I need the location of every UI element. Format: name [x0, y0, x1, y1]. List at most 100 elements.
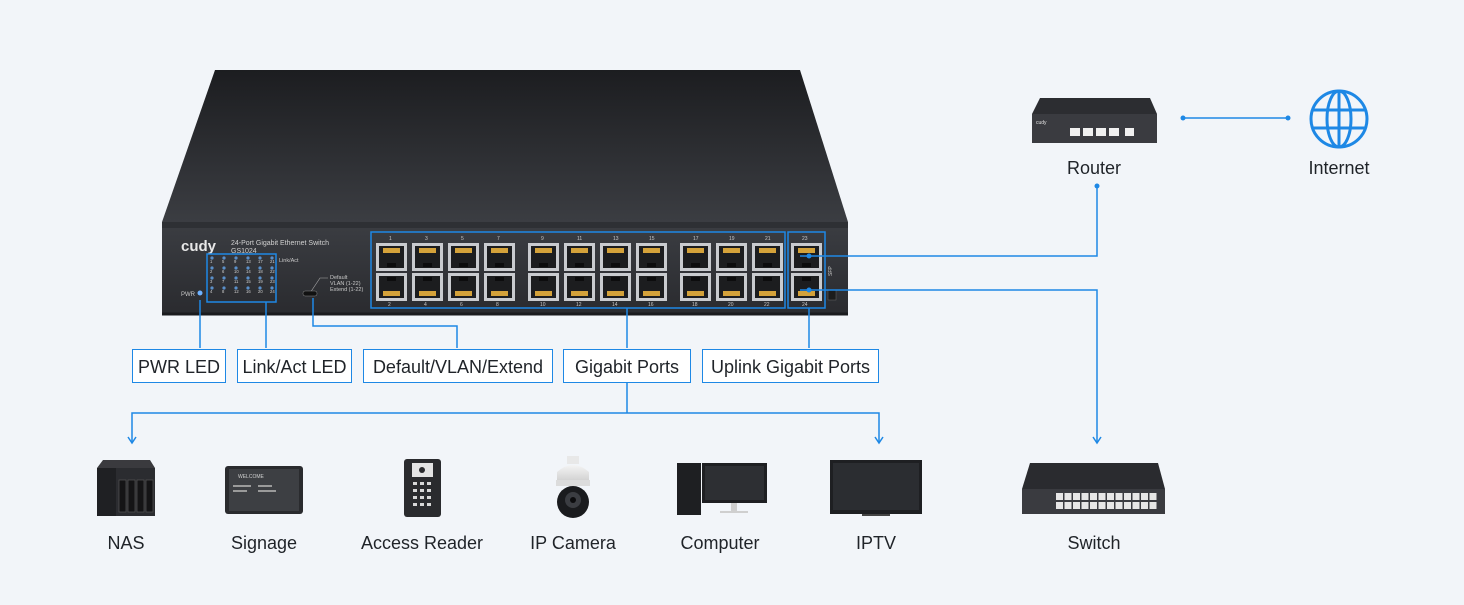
port-number-bottom: 4 — [424, 302, 427, 308]
led-number: 15 — [246, 279, 251, 284]
switch-top-surface — [162, 70, 848, 222]
rj45-port — [716, 273, 747, 301]
led-dot — [246, 256, 250, 260]
port-number-bottom: 18 — [692, 302, 698, 308]
rj45-port — [528, 243, 559, 271]
led-dot — [258, 286, 262, 290]
rj45-port — [484, 273, 515, 301]
small-switch-port — [1056, 493, 1063, 500]
rj45-port — [752, 273, 783, 301]
led-number: 20 — [258, 289, 263, 294]
led-dot — [222, 266, 226, 270]
router-label: Router — [1066, 158, 1122, 178]
small-switch-port — [1064, 502, 1072, 509]
port-number-bottom: 8 — [496, 302, 499, 308]
port-number-top: 9 — [541, 236, 544, 242]
computer-device — [677, 463, 767, 515]
rj45-port — [412, 273, 443, 301]
rj45-port — [791, 243, 822, 271]
led-number: 5 — [222, 259, 225, 264]
ip-camera-label: IP Camera — [530, 533, 616, 553]
gigabit-ports-callout: Gigabit Ports — [563, 349, 691, 383]
led-dot — [246, 276, 250, 280]
small-switch-port — [1115, 502, 1123, 509]
port-number-top: 11 — [577, 236, 582, 242]
port-number-bottom: 22 — [764, 302, 770, 308]
rj45-port — [412, 243, 443, 271]
router-brand: cudy — [1036, 120, 1047, 126]
rj45-port — [791, 273, 822, 301]
ports-highlight — [370, 231, 786, 309]
led-dot — [222, 276, 226, 280]
mode-label-extend: Extend (1-22) — [330, 287, 363, 293]
mode-button — [302, 290, 318, 297]
led-dot — [258, 266, 262, 270]
led-highlight — [206, 253, 277, 303]
small-switch-port — [1107, 493, 1114, 500]
led-dot — [234, 276, 238, 280]
led-number: 17 — [258, 259, 263, 264]
keypad-key — [427, 489, 431, 492]
led-number: 7 — [222, 279, 225, 284]
small-switch-port — [1132, 502, 1140, 509]
led-dot — [210, 266, 214, 270]
port-number-top: 15 — [649, 236, 655, 242]
keypad-key — [427, 496, 431, 499]
switch-model-code: GS1024 — [231, 248, 257, 255]
led-number: 12 — [234, 289, 239, 294]
internet-label: Internet — [1308, 158, 1370, 178]
led-dot — [270, 276, 274, 280]
small-switch-port — [1149, 502, 1157, 509]
led-number: 21 — [270, 259, 275, 264]
rj45-port — [680, 273, 711, 301]
led-dot — [246, 266, 250, 270]
globe-icon — [1309, 89, 1369, 149]
port-number-top: 7 — [497, 236, 500, 242]
port-number-bottom: 6 — [460, 302, 463, 308]
small-switch-port — [1107, 502, 1114, 509]
led-number: 14 — [246, 269, 251, 274]
led-number: 19 — [258, 279, 263, 284]
led-number: 9 — [234, 259, 237, 264]
led-dot — [222, 256, 226, 260]
link-act-led-callout: Link/Act LED — [237, 349, 352, 383]
led-number: 4 — [210, 289, 213, 294]
pwr-led-callout: PWR LED — [132, 349, 226, 383]
port-number-bottom: 10 — [540, 302, 546, 308]
rj45-port — [680, 243, 711, 271]
switch-device — [1022, 463, 1165, 514]
small-switch-port — [1081, 502, 1089, 509]
rj45-port — [564, 243, 595, 271]
mode-label-default: Default — [330, 275, 348, 281]
keypad-key — [427, 482, 431, 485]
led-dot — [210, 256, 214, 260]
small-switch-port — [1098, 502, 1106, 509]
led-dot — [234, 286, 238, 290]
port-number-bottom: 16 — [648, 302, 654, 308]
rj45-port — [600, 273, 631, 301]
small-switch-port — [1064, 493, 1072, 500]
mode-callout: Default/VLAN/Extend — [363, 349, 553, 383]
rj45-port — [376, 243, 407, 271]
signage-text: WELCOME — [238, 474, 265, 480]
small-switch-port — [1115, 493, 1123, 500]
keypad-key — [420, 482, 424, 485]
led-number: 3 — [210, 279, 213, 284]
keypad-key — [413, 482, 417, 485]
small-switch-port — [1124, 502, 1131, 509]
rj45-port — [600, 243, 631, 271]
small-switch-port — [1124, 493, 1131, 500]
small-switch-port — [1098, 493, 1106, 500]
small-switch-port — [1081, 493, 1089, 500]
led-number: 18 — [258, 269, 263, 274]
small-switch-port — [1132, 493, 1140, 500]
keypad-key — [420, 503, 424, 506]
arrow-heads — [127, 436, 1102, 445]
small-switch-port — [1090, 502, 1097, 509]
iptv-device — [830, 460, 922, 516]
led-number: 1 — [210, 259, 213, 264]
led-number: 10 — [234, 269, 239, 274]
